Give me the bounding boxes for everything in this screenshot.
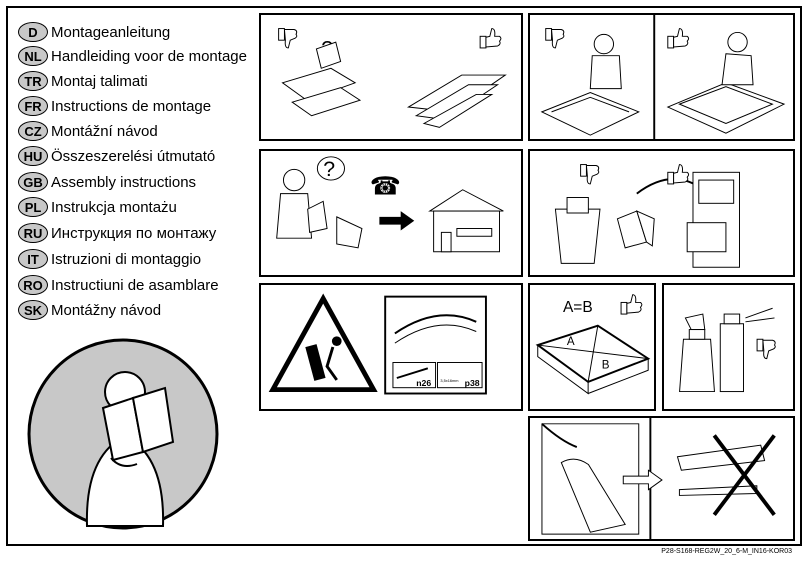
panel-unpack-parts: ?: [259, 13, 523, 141]
language-name: Montaj talimati: [51, 72, 148, 90]
instruction-sheet-frame: [6, 6, 802, 546]
language-code-badge: IT: [18, 249, 48, 269]
language-name: Assembly instructions: [51, 173, 197, 191]
language-row-sk: SK Montážny návod: [18, 299, 161, 321]
language-code-badge: PL: [18, 197, 48, 217]
panel-check-diagonals: A=B A B: [528, 283, 656, 411]
panel-dispose-packaging: [528, 149, 795, 277]
language-row-ro: RO Instructiuni de asamblare: [18, 274, 219, 296]
language-code-badge: HU: [18, 146, 48, 166]
language-row-cz: CZ Montážní návod: [18, 120, 158, 142]
panel-missing-part-contact: ? ☎: [259, 149, 523, 277]
language-name: Handleiding voor de montage: [51, 47, 247, 65]
panel-cleaning-agents: [662, 283, 795, 411]
point-b-label: B: [602, 358, 610, 371]
thumbs-up-icon: [620, 294, 643, 315]
part-label-p38: p38: [465, 378, 480, 388]
language-code-badge: TR: [18, 71, 48, 91]
language-code-badge: RO: [18, 275, 48, 295]
question-mark: ?: [323, 157, 335, 181]
warning-triangle-icon: [268, 293, 378, 393]
thumbs-down-icon: [278, 28, 298, 49]
language-row-fr: FR Instructions de montage: [18, 95, 211, 117]
language-name: Istruzioni di montaggio: [51, 250, 202, 268]
language-name: Összeszerelési útmutató: [51, 147, 216, 165]
language-row-hu: HU Összeszerelési útmutató: [18, 145, 215, 167]
screw-size-label: 3,5x16mm: [440, 378, 458, 383]
reading-instructions-icon: [27, 338, 219, 530]
language-row-tr: TR Montaj talimati: [18, 70, 148, 92]
language-code-badge: CZ: [18, 121, 48, 141]
language-name: Instructions de montage: [51, 97, 212, 115]
panel-tip-over-warning: n26 3,5x16mm p38: [259, 283, 523, 411]
thumbs-down-icon: [756, 338, 776, 360]
language-name: Instrukcja montażu: [51, 198, 177, 216]
thumbs-up-icon: [479, 28, 502, 49]
language-code-badge: NL: [18, 46, 48, 66]
thumbs-up-icon: [667, 28, 690, 49]
language-code-badge: FR: [18, 96, 48, 116]
language-row-nl: NL Handleiding voor de montage: [18, 45, 247, 67]
language-name: Инструкция по монтажу: [51, 224, 217, 242]
thumbs-up-icon: [667, 164, 690, 185]
language-row-ru: RU Инструкция по монтажу: [18, 222, 216, 244]
phone-icon: ☎: [370, 173, 401, 201]
panel-assemble-on-soft-floor: [528, 13, 795, 141]
panel-remove-foil-no-knife: [528, 416, 795, 541]
language-code-badge: RU: [18, 223, 48, 243]
thumbs-down-icon: [545, 28, 565, 49]
language-code-badge: SK: [18, 300, 48, 320]
language-row-it: IT Istruzioni di montaggio: [18, 248, 201, 270]
language-code-badge: GB: [18, 172, 48, 192]
language-name: Montážny návod: [51, 301, 162, 319]
language-row-d: D Montageanleitung: [18, 21, 170, 43]
language-name: Montageanleitung: [51, 23, 171, 41]
document-code: P28-S168-REG2W_20_6-M_IN16-KOR03: [661, 548, 792, 555]
part-label-n26: n26: [416, 378, 431, 388]
language-row-gb: GB Assembly instructions: [18, 171, 196, 193]
thumbs-down-icon: [580, 164, 600, 185]
language-row-pl: PL Instrukcja montażu: [18, 196, 177, 218]
point-a-label: A: [567, 335, 575, 348]
language-name: Instructiuni de asamblare: [51, 276, 219, 294]
language-code-badge: D: [18, 22, 48, 42]
equal-diagonal-label: A=B: [563, 299, 593, 316]
language-name: Montážní návod: [51, 122, 158, 140]
